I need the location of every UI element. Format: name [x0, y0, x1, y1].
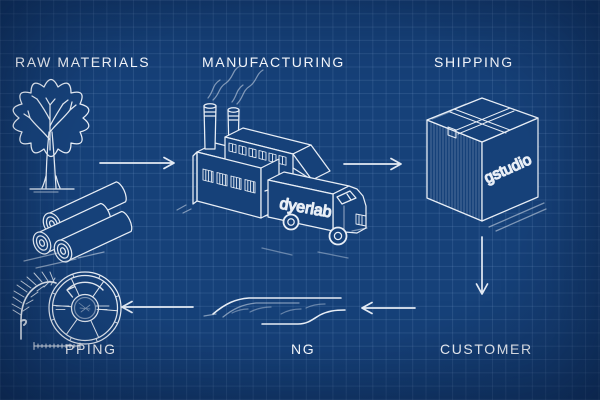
label-manufacturing: MANUFACTURING [202, 54, 345, 70]
arrow-bottom-center-to-bottom-left [121, 300, 194, 314]
arrow-raw-to-manufacturing [99, 156, 175, 170]
shipping-box-icon: gstudio [426, 97, 547, 232]
feather-icon [11, 271, 57, 340]
arrow-shipping-to-customer [475, 236, 489, 295]
label-bottom-left-partial: PPING [65, 341, 117, 357]
tree-icon [12, 78, 90, 193]
arrow-customer-to-bottom-center [361, 301, 416, 315]
label-bottom-center-partial: NG [291, 341, 316, 357]
logs-icon [23, 181, 133, 269]
fabric-sheet-icon [203, 297, 346, 325]
label-raw-materials: RAW MATERIALS [15, 54, 151, 70]
label-shipping: SHIPPING [434, 54, 514, 70]
ruler-icon [33, 342, 81, 350]
delivery-truck-icon: dyerlab [261, 171, 368, 259]
arrow-manufacturing-to-shipping [343, 157, 402, 171]
spoked-wheel-icon [48, 271, 122, 345]
label-customer: CUSTOMER [440, 341, 533, 357]
factory-icon [176, 65, 331, 219]
